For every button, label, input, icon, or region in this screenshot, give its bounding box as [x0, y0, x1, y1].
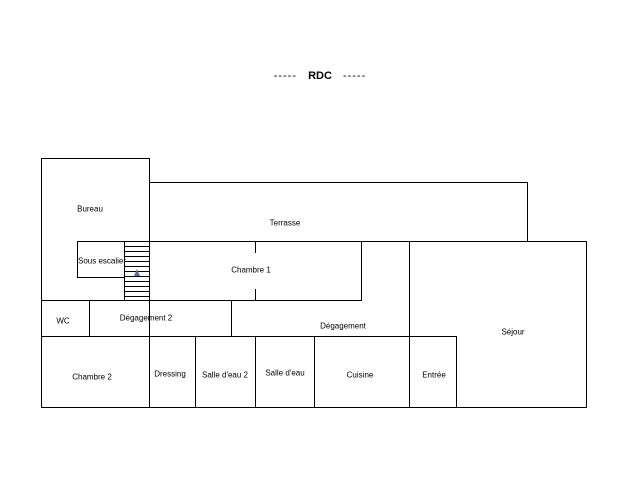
label-sejour: Séjour [501, 327, 525, 337]
label-dressing: Dressing [154, 369, 186, 379]
label-terrasse: Terrasse [269, 218, 301, 228]
sejour-room [409, 241, 587, 408]
label-chambre-2: Chambre 2 [72, 372, 112, 382]
label-degagement: Dégagement [320, 321, 366, 331]
title-dash-left: ----- [273, 70, 298, 82]
plan-title: ----- RDC ----- [0, 70, 640, 82]
label-wc: WC [56, 316, 70, 326]
terrasse-outline [149, 182, 528, 242]
bureau-room [41, 158, 150, 337]
label-sous-escalier: Sous escalier [77, 256, 127, 266]
stair-arrow-icon [134, 269, 140, 276]
label-chambre-1: Chambre 1 [231, 265, 271, 275]
entree-room [409, 336, 457, 408]
label-salle-eau-2: Salle d'eau 2 [201, 370, 249, 380]
title-text: RDC [308, 70, 332, 82]
title-dash-right: ----- [342, 70, 367, 82]
label-cuisine: Cuisine [346, 370, 374, 380]
degagement-2-outline [89, 300, 232, 337]
label-degagement-2: Dégagement 2 [119, 313, 173, 323]
label-bureau: Bureau [77, 204, 103, 214]
label-salle-eau: Salle d'eau [265, 368, 305, 378]
label-entree: Entrée [422, 370, 446, 380]
